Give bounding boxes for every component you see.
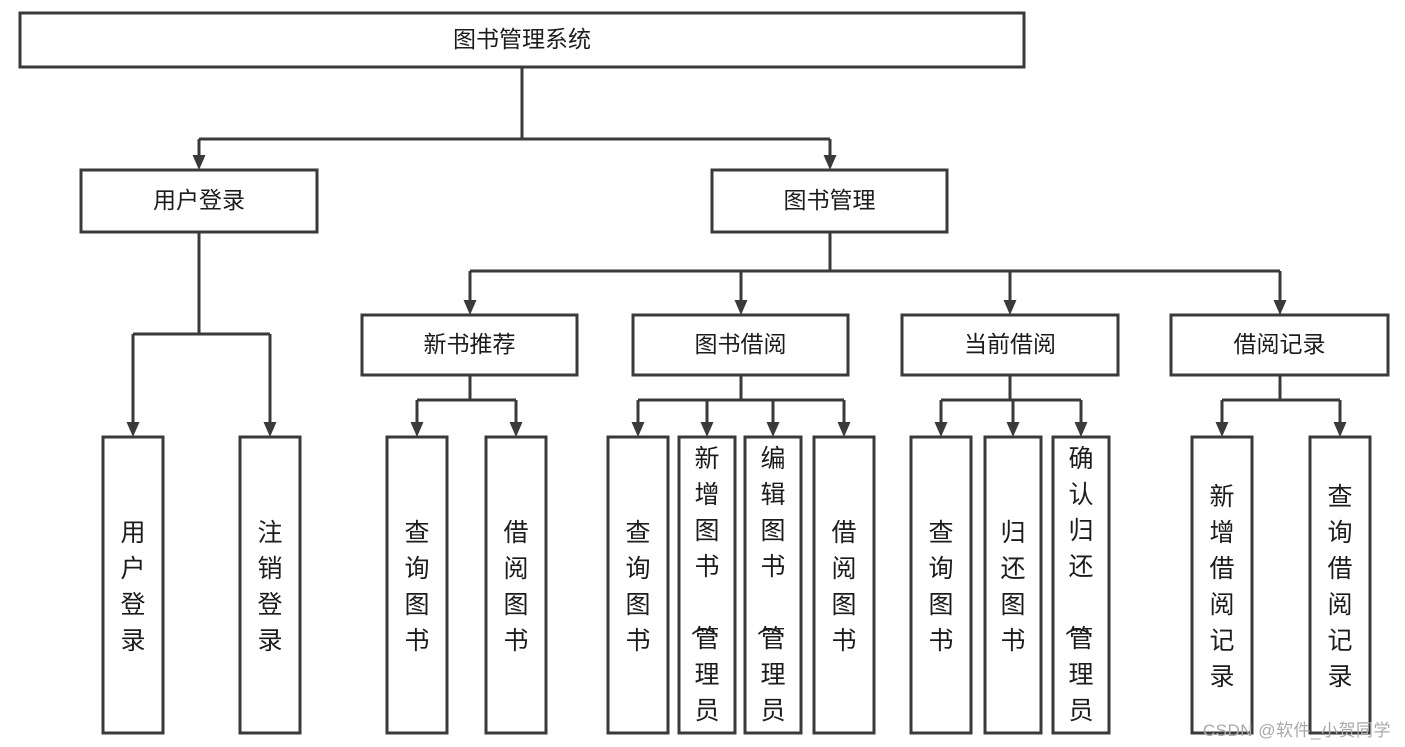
edge-group-new-book-recommend bbox=[410, 375, 523, 437]
node-label-leaf-add-book: 新增图书（管理员） bbox=[688, 445, 719, 747]
node-box-leaf-borrow-book-2 bbox=[812, 435, 876, 735]
node-box-current-borrow bbox=[900, 313, 1120, 377]
node-box-leaf-query-book-3 bbox=[909, 435, 973, 735]
node-box-leaf-add-book bbox=[677, 435, 737, 735]
node-label-leaf-user-logout: 注销登录 bbox=[257, 519, 282, 655]
node-current-borrow[interactable]: 当前借阅 bbox=[900, 313, 1120, 377]
node-new-book-recommend[interactable]: 新书推荐 bbox=[360, 313, 579, 377]
node-box-leaf-user-logout bbox=[238, 435, 302, 735]
node-leaf-borrow-book-1[interactable]: 借阅图书 bbox=[484, 435, 548, 735]
node-user-login[interactable]: 用户登录 bbox=[79, 168, 319, 234]
node-leaf-user-logout[interactable]: 注销登录 bbox=[238, 435, 302, 735]
node-borrow-record[interactable]: 借阅记录 bbox=[1169, 313, 1390, 377]
node-label-leaf-edit-book: 编辑图书（管理员） bbox=[754, 445, 785, 747]
node-box-leaf-return-book bbox=[983, 435, 1043, 735]
node-leaf-edit-book[interactable]: 编辑图书（管理员） bbox=[743, 435, 803, 747]
node-box-book-borrow bbox=[631, 313, 850, 377]
node-leaf-query-record[interactable]: 查询借阅记录 bbox=[1308, 435, 1372, 735]
node-box-root bbox=[18, 11, 1026, 69]
node-label-user-login: 用户登录 bbox=[153, 187, 245, 213]
node-box-leaf-user-login bbox=[101, 435, 165, 735]
node-leaf-confirm-return[interactable]: 确认归还（管理员） bbox=[1051, 435, 1111, 747]
node-label-book-borrow: 图书借阅 bbox=[695, 331, 787, 357]
edge-group-borrow-record bbox=[1215, 375, 1347, 437]
edge-group-current-borrow bbox=[934, 375, 1088, 437]
node-leaf-query-book-3[interactable]: 查询图书 bbox=[909, 435, 973, 735]
node-label-leaf-query-record: 查询借阅记录 bbox=[1327, 483, 1352, 691]
watermark-text: CSDN @软件_小贺同学 bbox=[1202, 721, 1391, 740]
node-box-user-login bbox=[79, 168, 319, 234]
node-box-leaf-borrow-book-1 bbox=[484, 435, 548, 735]
node-label-current-borrow: 当前借阅 bbox=[964, 331, 1056, 357]
node-label-book-manage: 图书管理 bbox=[784, 187, 876, 213]
node-leaf-query-book-1[interactable]: 查询图书 bbox=[385, 435, 449, 735]
edge-group-root bbox=[192, 67, 837, 170]
node-leaf-add-book[interactable]: 新增图书（管理员） bbox=[677, 435, 737, 747]
node-label-leaf-borrow-book-1: 借阅图书 bbox=[503, 519, 528, 655]
node-label-new-book-recommend: 新书推荐 bbox=[424, 331, 516, 357]
node-box-leaf-edit-book bbox=[743, 435, 803, 735]
node-leaf-add-record[interactable]: 新增借阅记录 bbox=[1190, 435, 1254, 735]
node-leaf-borrow-book-2[interactable]: 借阅图书 bbox=[812, 435, 876, 735]
node-label-borrow-record: 借阅记录 bbox=[1234, 331, 1326, 357]
node-label-leaf-confirm-return: 确认归还（管理员） bbox=[1062, 445, 1093, 747]
edge-group-book-manage bbox=[463, 232, 1287, 315]
node-box-leaf-add-record bbox=[1190, 435, 1254, 735]
node-label-root: 图书管理系统 bbox=[453, 26, 591, 52]
edge-group-book-borrow bbox=[631, 375, 851, 437]
node-leaf-user-login[interactable]: 用户登录 bbox=[101, 435, 165, 735]
node-leaf-return-book[interactable]: 归还图书 bbox=[983, 435, 1043, 735]
node-label-leaf-return-book: 归还图书 bbox=[1000, 519, 1025, 655]
edge-group-user-login bbox=[126, 232, 277, 437]
node-root[interactable]: 图书管理系统 bbox=[18, 11, 1026, 69]
node-box-leaf-confirm-return bbox=[1051, 435, 1111, 735]
node-box-new-book-recommend bbox=[360, 313, 579, 377]
node-book-manage[interactable]: 图书管理 bbox=[710, 168, 949, 234]
node-layer: 图书管理系统用户登录图书管理新书推荐图书借阅当前借阅借阅记录用户登录注销登录查询… bbox=[18, 11, 1390, 747]
node-leaf-query-book-2[interactable]: 查询图书 bbox=[606, 435, 670, 735]
connector-layer bbox=[126, 67, 1347, 437]
node-label-leaf-user-login: 用户登录 bbox=[120, 519, 145, 655]
node-box-leaf-query-book-1 bbox=[385, 435, 449, 735]
node-label-leaf-query-book-3: 查询图书 bbox=[928, 519, 953, 655]
node-box-borrow-record bbox=[1169, 313, 1390, 377]
node-book-borrow[interactable]: 图书借阅 bbox=[631, 313, 850, 377]
node-label-leaf-query-book-1: 查询图书 bbox=[404, 519, 429, 655]
node-box-leaf-query-book-2 bbox=[606, 435, 670, 735]
node-label-leaf-add-record: 新增借阅记录 bbox=[1209, 483, 1234, 691]
node-box-book-manage bbox=[710, 168, 949, 234]
node-label-leaf-query-book-2: 查询图书 bbox=[625, 519, 650, 655]
node-box-leaf-query-record bbox=[1308, 435, 1372, 735]
node-label-leaf-borrow-book-2: 借阅图书 bbox=[831, 519, 856, 655]
